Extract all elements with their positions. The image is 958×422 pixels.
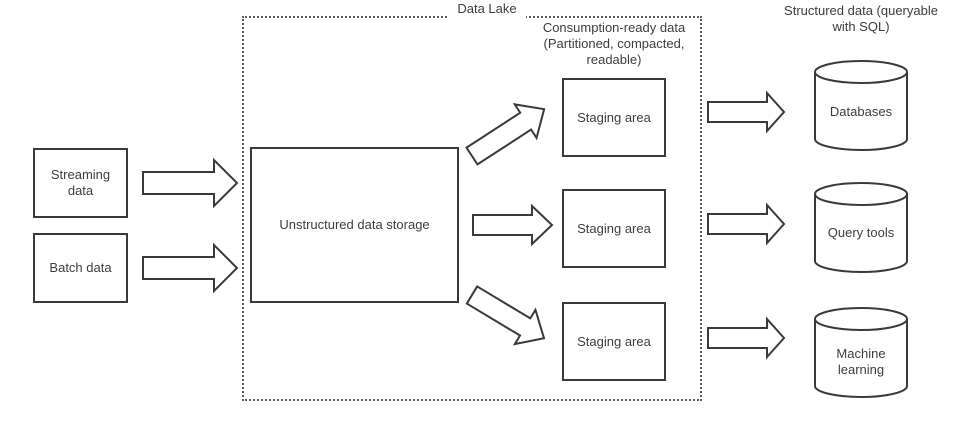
streaming-data-label: Streaming data: [50, 167, 111, 198]
query-tools-node-label: Query tools: [813, 222, 909, 244]
machine-learning-label: Machine learning: [836, 346, 886, 377]
staging-area-label-3: Staging area: [577, 333, 651, 349]
streaming-data-node: Streaming data: [33, 148, 128, 218]
structured-data-heading: Structured data (queryable with SQL): [763, 3, 958, 35]
arrow-storage-to-staging-1-icon: [465, 103, 546, 166]
databases-node-label: Databases: [813, 101, 909, 123]
structured-data-heading-line2: with SQL): [832, 19, 890, 34]
machine-learning-cylinder-icon: [814, 307, 908, 398]
databases-label: Databases: [829, 104, 893, 119]
arrow-storage-to-staging-2-icon: [472, 203, 554, 247]
data-lake-label: Data Lake: [448, 1, 526, 18]
databases-cylinder-icon: [814, 60, 908, 151]
arrow-storage-to-staging-3-icon: [465, 285, 546, 346]
machine-learning-node-label: Machine learning: [813, 346, 909, 378]
structured-data-heading-line1: Structured data (queryable: [784, 3, 938, 18]
consumption-ready-heading-line3: readable): [586, 52, 642, 67]
arrow-staging-1-to-databases-icon: [707, 90, 786, 134]
unstructured-storage-node: Unstructured data storage: [250, 147, 459, 303]
arrow-batch-to-storage-icon: [142, 242, 239, 294]
batch-data-label: Batch data: [49, 260, 112, 275]
batch-data-node: Batch data: [33, 233, 128, 303]
arrow-staging-2-to-query-tools-icon: [707, 202, 786, 246]
staging-area-label-2: Staging area: [577, 220, 651, 236]
unstructured-storage-label: Unstructured data storage: [279, 217, 430, 232]
staging-area-node-3: Staging area: [562, 302, 666, 381]
consumption-ready-heading-line1: Consumption-ready data: [542, 20, 686, 35]
query-tools-cylinder-icon: [814, 182, 908, 273]
staging-area-node-1: Staging area: [562, 78, 666, 157]
arrow-streaming-to-storage-icon: [142, 157, 239, 209]
consumption-ready-heading: Consumption-ready data (Partitioned, com…: [523, 20, 705, 68]
consumption-ready-heading-line2: (Partitioned, compacted,: [543, 36, 685, 51]
arrow-staging-3-to-machine-learning-icon: [707, 316, 786, 360]
staging-area-node-2: Staging area: [562, 189, 666, 268]
staging-area-label-1: Staging area: [577, 109, 651, 125]
query-tools-label: Query tools: [827, 225, 895, 240]
